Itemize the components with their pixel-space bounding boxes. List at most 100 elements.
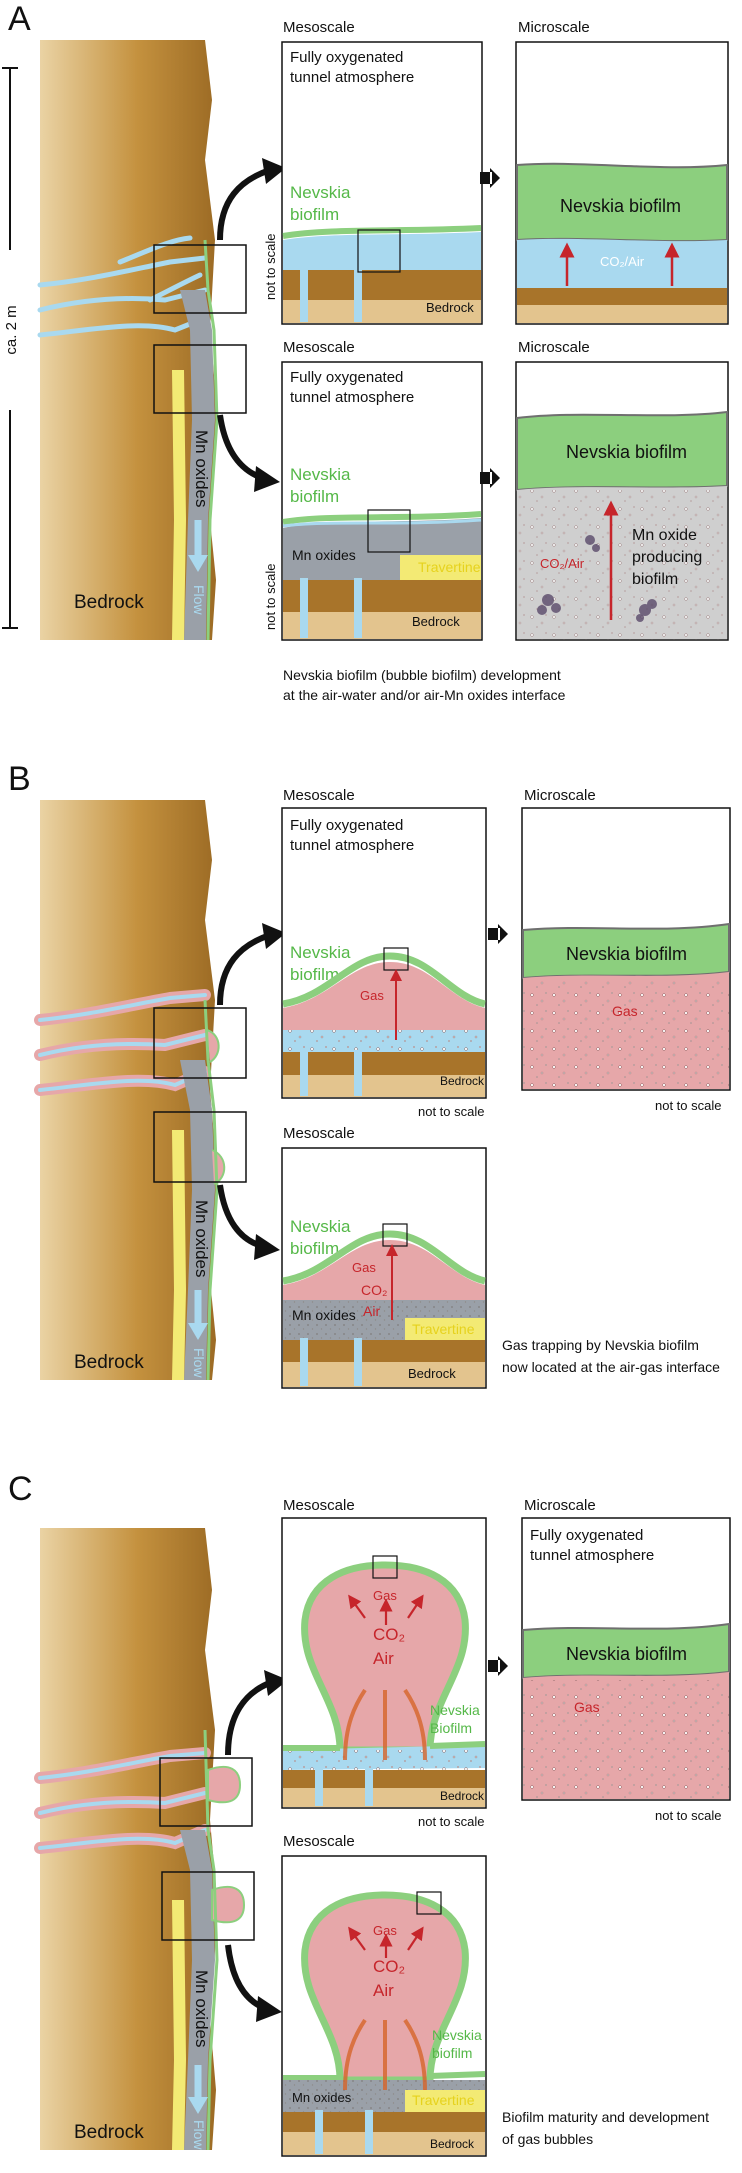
gas-bulge [211, 1149, 226, 1185]
not-to-scale-label: not to scale [655, 1098, 722, 1113]
meso-a-top: Mesoscale Fully oxygenated tunnel atmosp… [263, 19, 483, 325]
atmosphere-label: Fully oxygenated [530, 1527, 643, 1544]
micro-title: Microscale [524, 787, 596, 804]
flow-arrow [188, 2065, 208, 2114]
not-to-scale-label: not to scale [263, 564, 278, 631]
callout-box-bottom [153, 1111, 247, 1183]
meso-title: Mesoscale [283, 1833, 355, 1850]
bedrock-label: Bedrock [430, 2137, 475, 2151]
atmosphere-label: Fully oxygenated [290, 369, 403, 386]
mn-oxides-label: Mn oxides [192, 1970, 211, 2047]
biofilm-label: Nevskia [430, 1702, 480, 1718]
gas-label: Gas [352, 1260, 376, 1275]
biofilm-label: biofilm [290, 965, 339, 984]
flow-label: Flow [191, 1348, 207, 1378]
travertine-layer [172, 370, 186, 640]
curved-arrow-bottom [217, 414, 264, 481]
curved-arrow-top [225, 1679, 274, 1756]
callout-box-top [159, 1757, 253, 1827]
micro-title: Microscale [518, 19, 590, 36]
water-veins [37, 235, 208, 338]
gas-label: Gas [574, 1699, 600, 1715]
flow-arrow [188, 520, 208, 572]
atmosphere-label: tunnel atmosphere [290, 837, 414, 854]
not-to-scale-label: not to scale [655, 1808, 722, 1823]
meso-title: Mesoscale [283, 787, 355, 804]
panel-b: B Mn oxides Flow Bedrock [8, 760, 731, 1389]
atmosphere-label: tunnel atmosphere [530, 1547, 654, 1564]
micro-a-top: Microscale Nevskia biofilm CO₂/Air [480, 19, 729, 325]
gas-bubble [211, 1885, 246, 1924]
gas-label: Gas [360, 988, 384, 1003]
biofilm-edge [203, 239, 219, 641]
meso-c-bottom: Mesoscale Gas CO₂ Air [281, 1833, 487, 2157]
bedrock-label: Bedrock [74, 2122, 144, 2143]
upward-flow-arrows [343, 2018, 427, 2091]
mn-oxides-label: Mn oxides [292, 1307, 356, 1323]
biofilm-label: Nevskia [290, 183, 351, 202]
air-label: Air [363, 1303, 380, 1319]
mn-oxide-flow [180, 1060, 215, 1380]
biofilm-label: Nevskia [290, 465, 351, 484]
gas-label: Gas [373, 1923, 397, 1938]
bedrock-label: Bedrock [440, 1789, 485, 1803]
panel-a: A ca. 2 m Mn oxides Flow Bedrock [2, 0, 729, 703]
curved-arrow-top [217, 167, 271, 241]
micro-b-top: Microscale Nevskia biofilm Gas not to sc… [488, 787, 731, 1113]
water-veins [38, 993, 207, 1092]
caption: at the air-water and/or air-Mn oxides in… [283, 687, 566, 703]
meso-b-bottom: Mesoscale Nevskia biofilm Gas CO₂ Air Mn… [281, 1125, 487, 1389]
not-to-scale-label: not to scale [418, 1814, 485, 1829]
travertine-label: Travertine [412, 1321, 475, 1337]
scale-bar-label: ca. 2 m [3, 305, 20, 354]
bedrock-label: Bedrock [408, 1366, 456, 1381]
upward-flow-arrows [343, 1688, 427, 1761]
mn-oxide-flow [180, 290, 215, 640]
biofilm-edge [203, 1729, 219, 2151]
micro-c-top: Microscale Fully oxygenated tunnel atmos… [488, 1497, 731, 1823]
mn-oxide-flow [180, 1830, 215, 2150]
arrow-head [488, 1656, 508, 1676]
gas-dome [301, 1561, 469, 1754]
red-arrows [348, 1926, 424, 1958]
mn-biofilm-label: Mn oxide [632, 527, 697, 544]
caption: Nevskia biofilm (bubble biofilm) develop… [283, 667, 561, 683]
panel-c: C Mn oxides Flow Bedrock [8, 1470, 731, 2157]
travertine-label: Travertine [412, 2092, 475, 2108]
mn-oxides-label: Mn oxides [292, 2090, 352, 2105]
panel-letter: C [8, 1470, 33, 1508]
gas-bubble [207, 1765, 242, 1804]
arrow-head [254, 466, 280, 492]
bedrock-label: Bedrock [426, 300, 474, 315]
arrow-head [488, 924, 508, 944]
meso-title: Mesoscale [283, 339, 355, 356]
arrow-head [254, 1234, 280, 1260]
callout-box-top [153, 1007, 247, 1079]
biofilm-label: biofilm [290, 487, 339, 506]
not-to-scale-label: not to scale [418, 1104, 485, 1119]
biofilm-edge [203, 999, 219, 1381]
travertine-layer [172, 1130, 186, 1380]
red-arrows [348, 1594, 424, 1625]
gas-label: Gas [612, 1003, 638, 1019]
caption: Biofilm maturity and development [502, 2109, 709, 2125]
biofilm-label: biofilm [290, 1239, 339, 1258]
curved-arrow-bottom [217, 1184, 263, 1249]
biofilm-label: Biofilm [430, 1720, 472, 1736]
air-label: Air [373, 1981, 394, 2000]
arrow-head [264, 1670, 288, 1696]
arrow-head [262, 158, 286, 184]
curved-arrow-top [217, 932, 271, 1006]
meso-c-top: Mesoscale Gas CO₂ Air Ne [281, 1497, 487, 1829]
meso-b-top: Mesoscale Fully oxygenated tunnel atmosp… [281, 787, 487, 1119]
mn-oxides-label: Mn oxides [192, 430, 211, 507]
biofilm-label: biofilm [432, 2045, 472, 2061]
atmosphere-label: Fully oxygenated [290, 49, 403, 66]
callout-box-top [153, 244, 247, 314]
gas-label: Gas [373, 1588, 397, 1603]
biofilm-label: Nevskia [290, 943, 351, 962]
scale-bar: ca. 2 m [2, 67, 20, 629]
bedrock-label: Bedrock [74, 592, 144, 613]
biofilm-label: Nevskia biofilm [566, 442, 687, 462]
arrow-head [480, 168, 500, 188]
